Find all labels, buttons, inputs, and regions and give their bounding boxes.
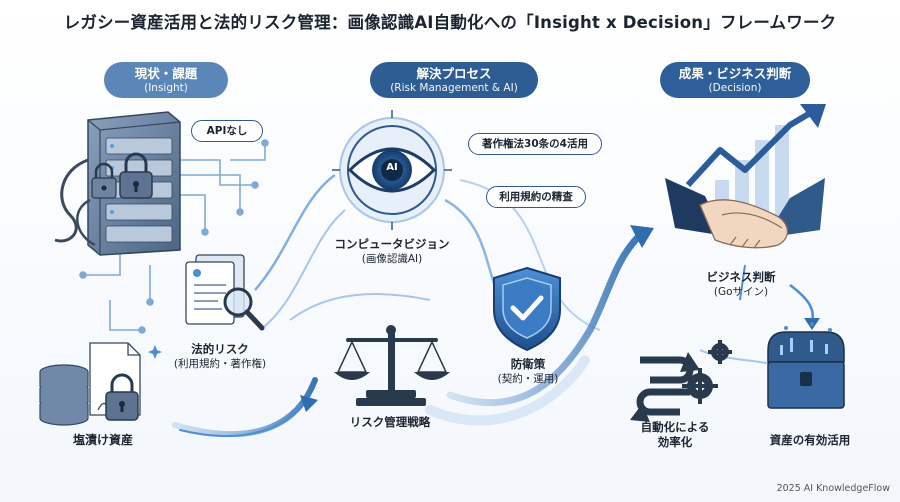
label-business-decision-sub: (Goサイン) [713, 286, 769, 298]
ai-eye-icon [332, 110, 452, 230]
label-automation-main: 自動化による [640, 420, 710, 434]
balance-scale-icon [334, 325, 450, 406]
shield-check-icon [493, 266, 561, 352]
diagram-title: レガシー資産活用と法的リスク管理：画像認識AI自動化への「Insight x D… [63, 13, 837, 32]
column-header-decision-sub: (Decision) [708, 82, 762, 94]
automation-gears-icon [630, 340, 732, 422]
label-defense: 防衛策 (契約・運用) [478, 357, 578, 387]
footer-credit: 2025 AI KnowledgeFlow [776, 483, 890, 494]
label-asset-use: 資産の有効活用 [750, 433, 870, 448]
label-computer-vision: コンピュータビジョン (画像認識AI) [320, 237, 464, 267]
treasure-chest-icon [767, 322, 845, 409]
label-legal-risk: 法的リスク (利用規約・著作権) [150, 342, 290, 372]
label-defense-sub: (契約・運用) [497, 373, 559, 385]
handshake-growth-icon [665, 104, 826, 249]
column-header-insight: 現状・課題 (Insight) [104, 62, 228, 98]
column-header-insight-main: 現状・課題 [134, 66, 198, 81]
label-automation-sub: 効率化 [657, 435, 693, 449]
column-header-decision: 成果・ビジネス判断 (Decision) [660, 62, 810, 98]
circuit-lines [79, 139, 269, 334]
column-header-process: 解決プロセス (Risk Management & AI) [370, 62, 538, 98]
label-salted-assets-main: 塩漬け資産 [72, 433, 133, 447]
bubble-copyright-article: 著作権法30条の4活用 [468, 133, 602, 155]
label-business-decision-main: ビジネス判断 [706, 270, 776, 284]
salted-assets-icon [39, 342, 162, 426]
label-legal-risk-main: 法的リスク [191, 342, 249, 356]
label-automation: 自動化による 効率化 [620, 420, 730, 450]
label-computer-vision-sub: (画像認識AI) [361, 253, 423, 265]
label-risk-strategy-main: リスク管理戦略 [349, 415, 431, 429]
server-rack-icon [54, 111, 181, 256]
column-header-insight-sub: (Insight) [144, 82, 188, 94]
label-asset-use-main: 資産の有効活用 [769, 433, 851, 447]
flow-ribbons [172, 173, 820, 438]
bubble-no-api: APIなし [191, 120, 263, 142]
ai-badge: AI [386, 162, 398, 173]
label-defense-main: 防衛策 [510, 357, 546, 371]
label-risk-strategy: リスク管理戦略 [330, 415, 450, 430]
column-header-process-sub: (Risk Management & AI) [390, 82, 518, 94]
bubble-terms-review: 利用規約の精査 [486, 186, 586, 208]
column-header-process-main: 解決プロセス [416, 66, 492, 81]
label-computer-vision-main: コンピュータビジョン [334, 237, 450, 251]
column-header-decision-main: 成果・ビジネス判断 [678, 66, 792, 81]
label-salted-assets: 塩漬け資産 [48, 433, 158, 448]
legal-document-icon [185, 254, 265, 331]
label-business-decision: ビジネス判断 (Goサイン) [686, 270, 796, 300]
label-legal-risk-sub: (利用規約・著作権) [173, 358, 267, 370]
